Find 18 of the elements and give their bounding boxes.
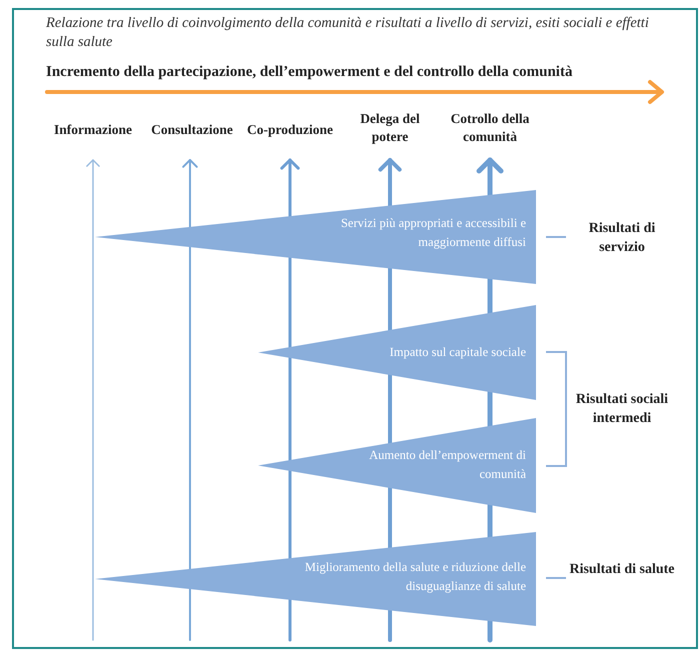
outcome-text: Miglioramento della salute e riduzione delle disuguaglianze di salute [304,559,526,595]
result-label: Risultati sociali intermedi [574,391,670,428]
outcome-text: Aumento dell’empowerment di comunità [368,447,526,483]
title-text: Relazione tra livello di coinvolgimento della comunità e risultati a livello di servizi, esiti sociali e effetti sulla salute [46,14,650,52]
wedge-shape [95,190,536,284]
wedge-shape [95,532,536,626]
outcome-text: Impatto sul capitale sociale [388,344,526,361]
result-label: Risultati di servizio [588,220,656,257]
level-label: Cotrollo della comunità [450,110,530,146]
level-label: Consultazione [150,121,234,139]
level-label: Delega del potere [359,110,421,146]
level-label: Co-produzione [246,121,334,139]
header-text: Incremento della partecipazione, dell’empowerment e del controllo della comunità [46,64,572,81]
result-label: Risultati di salute [568,561,676,579]
outcome-text: Servizi più appropriati e accessibili e maggiormente diffusi [340,215,526,251]
wedge-shape [258,418,536,513]
level-label: Informazione [53,121,133,139]
wedge-shape [258,305,536,400]
